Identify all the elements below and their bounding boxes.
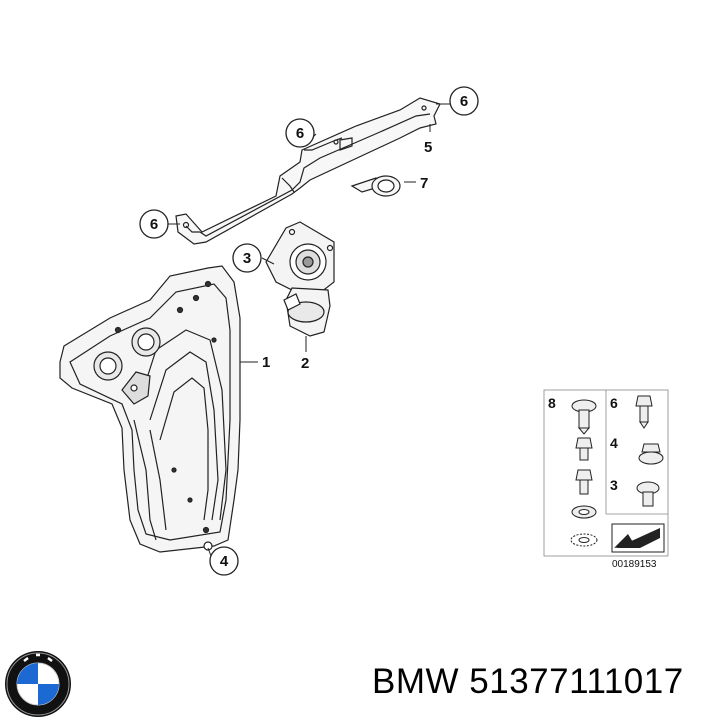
toothed-washer-icon [570,533,598,547]
screw-8-icon [571,399,597,435]
screw-small-icon [575,437,593,461]
callout-6-left: 6 [139,209,169,239]
svg-text:4: 4 [220,553,229,570]
reference-code: 00189153 [612,559,657,570]
screw-3-icon [636,481,660,507]
svg-text:6: 6 [150,216,158,233]
screw-medium-icon [575,469,593,495]
washer-icon [571,505,597,519]
motor-part-2 [265,221,335,337]
legend-label-3: 3 [610,477,618,493]
callout-4-bottom: 4 [209,546,239,576]
part-number: 51377111017 [469,662,684,701]
legend-label-6: 6 [610,395,618,411]
callout-2: 2 [301,355,309,372]
svg-text:3: 3 [243,250,251,267]
fastener-legend: 8 6 4 3 [543,389,669,557]
nut-4-icon [638,443,664,465]
callout-6-middle: 6 [285,118,315,148]
leader-lines [168,103,450,557]
callout-7: 7 [420,175,428,192]
callout-1: 1 [262,354,270,371]
callout-6-right: 6 [449,86,479,116]
svg-text:6: 6 [296,125,304,142]
part-caption: BMW 51377111017 [372,662,684,702]
callout-3: 3 [232,243,262,273]
clip-part-7 [350,175,401,197]
callout-5: 5 [424,139,432,156]
carrier-plate-part-1 [59,265,241,553]
screw-6-icon [635,395,653,429]
rail-part-5 [175,97,441,245]
arrow-icon [611,523,665,553]
legend-label-4: 4 [610,435,618,451]
svg-text:6: 6 [460,93,468,110]
brand-name: BMW [372,662,460,701]
bmw-logo [5,651,71,717]
legend-label-8: 8 [548,395,556,411]
